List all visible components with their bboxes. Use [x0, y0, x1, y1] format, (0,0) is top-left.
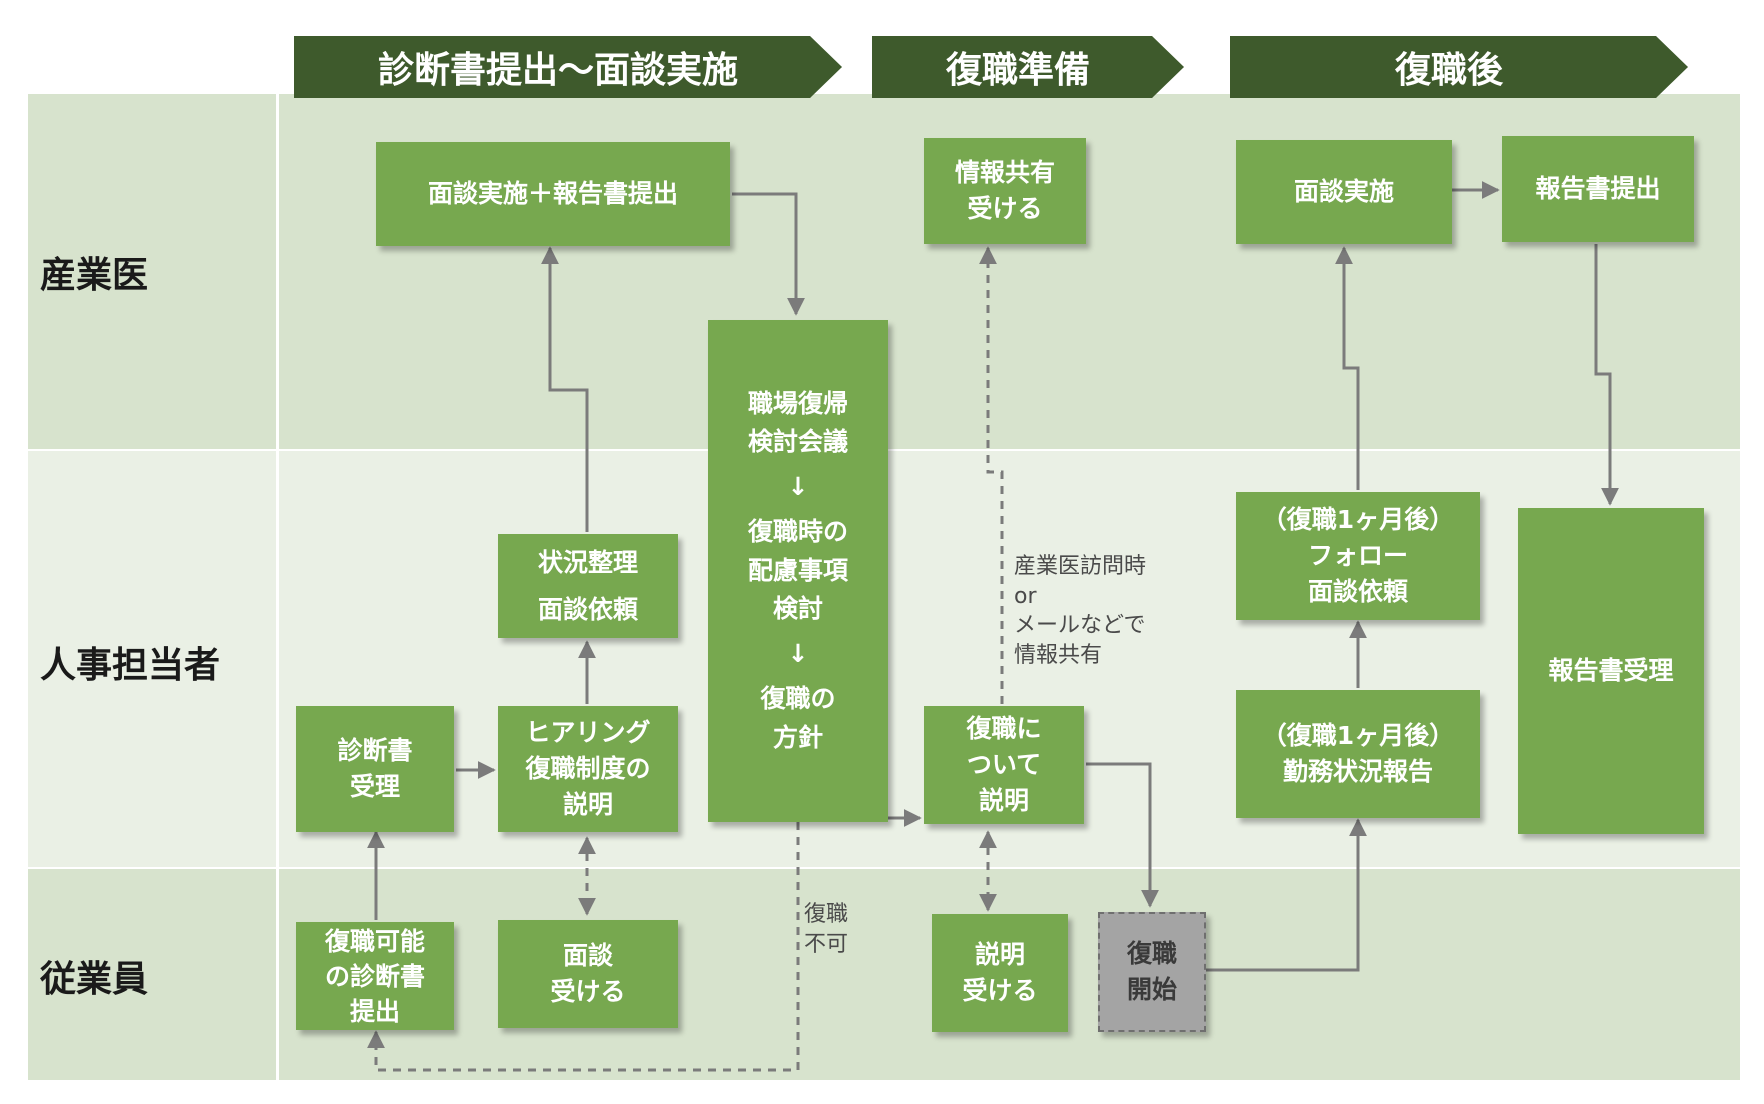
- box-text: 受ける: [962, 976, 1038, 1005]
- box-text: （復職1ヶ月後）: [1261, 504, 1455, 534]
- phase-label: 診断書提出～面談実施: [377, 50, 738, 91]
- arrow-interview-to-meeting: [732, 192, 805, 316]
- box-text: ↓: [787, 472, 809, 502]
- lane-label-divider: [276, 94, 279, 1080]
- box-text: 職場復帰: [747, 388, 848, 418]
- arrow-not-possible: [367, 822, 800, 1072]
- arrow-start-to-status: [1206, 818, 1367, 972]
- box-text: 復職に: [966, 713, 1042, 743]
- box-text: 検討会議: [747, 427, 848, 457]
- phase-label: 復職後: [1394, 50, 1503, 91]
- note-line: or: [1014, 583, 1037, 609]
- box-work-status-report: （復職1ヶ月後） 勤務状況報告: [1236, 690, 1480, 818]
- box-text: 提出: [349, 996, 400, 1026]
- box-text: 情報共有: [954, 157, 1055, 187]
- box-text: 面談依頼: [537, 595, 638, 624]
- box-text: 勤務状況報告: [1282, 757, 1433, 786]
- box-report-submit: 報告書提出: [1502, 136, 1694, 242]
- box-explain-receive: 説明 受ける: [932, 914, 1068, 1032]
- lane-label-employee: 従業員: [40, 959, 149, 1000]
- arrow-report-to-receive: [1594, 244, 1619, 506]
- box-text: の診断書: [324, 961, 425, 991]
- phase-label: 復職準備: [945, 50, 1090, 91]
- box-return-explain: 復職に ついて 説明: [924, 706, 1084, 824]
- box-return-start: 復職 開始: [1098, 912, 1206, 1032]
- box-text: 配慮事項: [747, 555, 848, 585]
- box-followup-interview: 面談実施: [1236, 140, 1452, 244]
- box-text: 受ける: [550, 977, 626, 1006]
- box-text: ↓: [787, 639, 809, 669]
- note-visit-share: 産業医訪問時 or メールなどで 情報共有: [1014, 552, 1146, 671]
- arrow-situation-to-interview: [541, 246, 589, 532]
- note-line: 復職: [804, 902, 849, 927]
- box-text: 開始: [1126, 975, 1177, 1004]
- box-text: （復職1ヶ月後）: [1261, 720, 1455, 750]
- arrow-followup-to-interview: [1335, 246, 1360, 490]
- note-line: メールなどで: [1014, 613, 1146, 639]
- box-interview-receive: 面談 受ける: [498, 920, 678, 1028]
- box-certificate-submit: 復職可能 の診断書 提出: [296, 922, 454, 1030]
- box-text: 復職の: [760, 683, 836, 713]
- box-text: 方針: [772, 722, 823, 752]
- phase-header-after-return: 復職後: [1230, 36, 1688, 98]
- box-text: ヒアリング: [525, 717, 651, 747]
- box-text: 状況整理: [537, 547, 638, 577]
- box-text: 復職時の: [747, 516, 848, 546]
- arrow-explain-to-start: [1086, 762, 1159, 908]
- box-info-share: 情報共有 受ける: [924, 138, 1086, 244]
- box-text: 面談依頼: [1307, 577, 1408, 607]
- box-hearing: ヒアリング 復職制度の 説明: [498, 706, 678, 832]
- box-text: 報告書提出: [1535, 173, 1661, 203]
- box-text: 検討: [772, 594, 823, 624]
- note-line: 情報共有: [1014, 643, 1103, 669]
- phase-header-preparation: 復職準備: [872, 36, 1184, 98]
- box-text: 診断書: [337, 735, 413, 765]
- note-not-possible: 復職 不可: [804, 900, 848, 959]
- lane-divider-2: [28, 867, 1740, 869]
- box-report-receive: 報告書受理: [1518, 508, 1704, 834]
- box-text: フォロー: [1307, 540, 1408, 570]
- box-certificate-receive: 診断書 受理: [296, 706, 454, 832]
- arrow-explain-to-info: [979, 246, 1004, 704]
- box-text: 説明: [562, 790, 613, 820]
- box-text: 復職: [1126, 938, 1177, 968]
- box-text: 受理: [349, 772, 400, 801]
- box-situation-organize: 状況整理 面談依頼: [498, 534, 678, 638]
- box-text: 復職制度の: [525, 753, 651, 783]
- box-text: 受ける: [967, 194, 1043, 223]
- box-followup-request: （復職1ヶ月後） フォロー 面談依頼: [1236, 492, 1480, 620]
- box-text: 説明: [974, 939, 1025, 969]
- box-text: 面談実施: [1293, 176, 1394, 206]
- box-interview-report: 面談実施＋報告書提出: [376, 142, 730, 246]
- box-text: 説明: [978, 786, 1029, 816]
- box-text: 報告書受理: [1548, 655, 1674, 685]
- box-text: 面談: [562, 940, 613, 970]
- note-line: 産業医訪問時: [1014, 554, 1147, 579]
- lane-label-doctor: 産業医: [40, 255, 149, 296]
- phase-header-certificate: 診断書提出～面談実施: [294, 36, 842, 98]
- box-text: 面談実施＋報告書提出: [427, 178, 678, 208]
- box-return-meeting: 職場復帰 検討会議 ↓ 復職時の 配慮事項 検討 ↓ 復職の 方針: [708, 320, 888, 822]
- lane-label-hr: 人事担当者: [40, 645, 221, 686]
- box-text: 復職可能: [324, 926, 425, 956]
- note-line: 不可: [804, 931, 849, 957]
- box-text: ついて: [966, 749, 1042, 779]
